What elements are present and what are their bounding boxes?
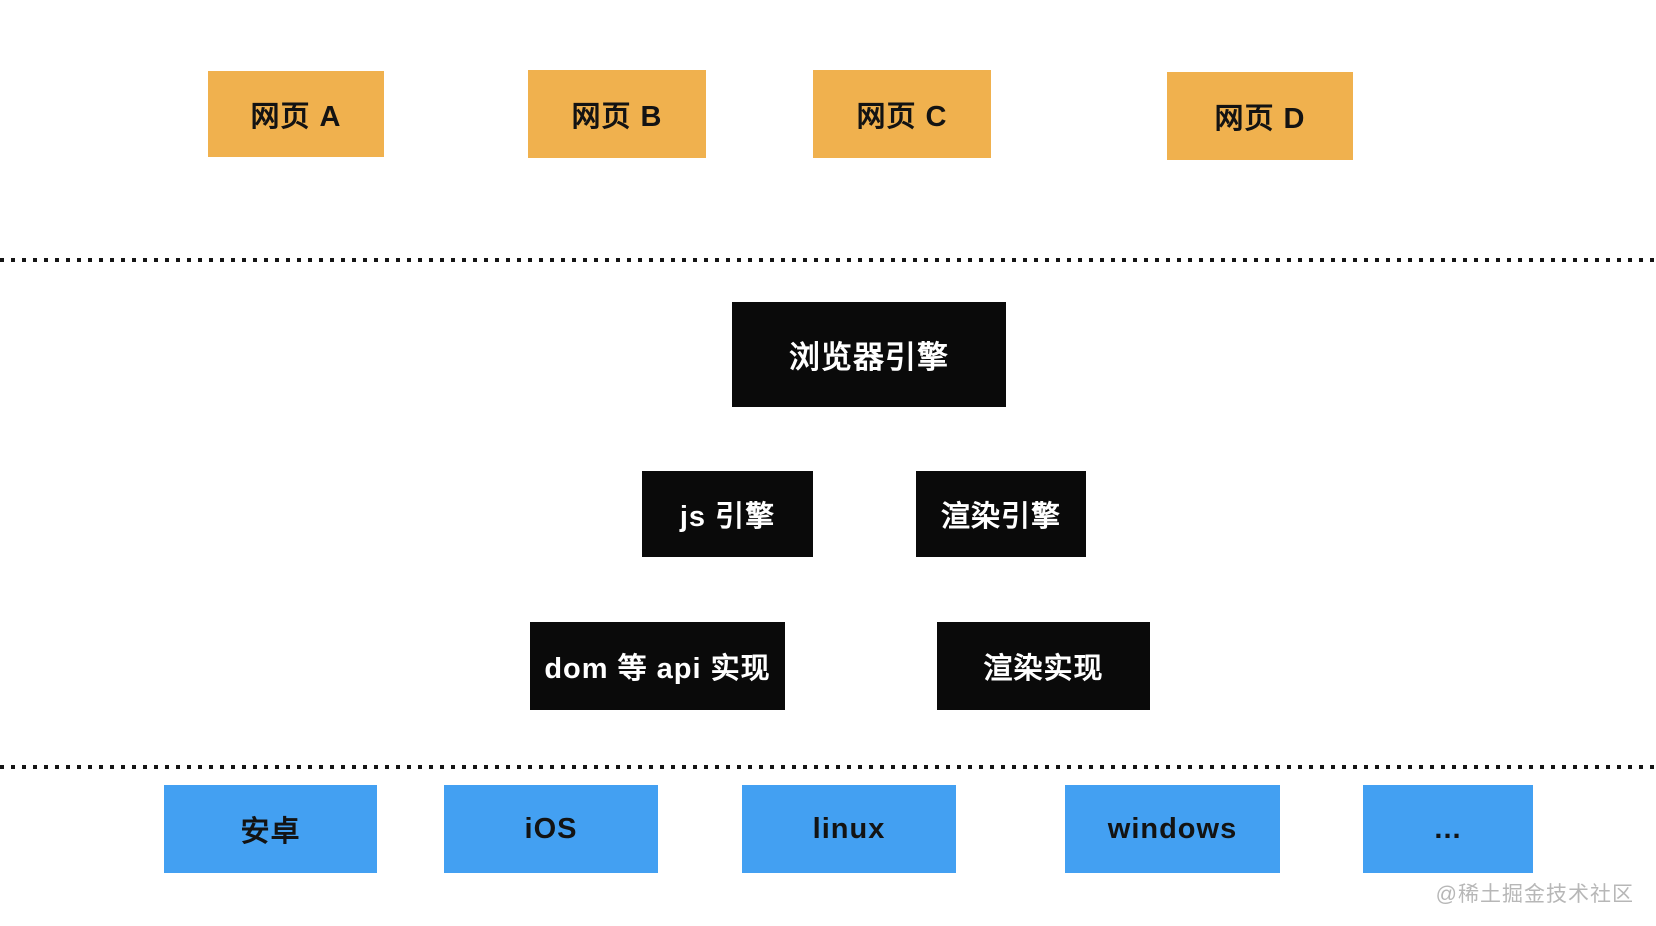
node-browser-engine: 浏览器引擎 xyxy=(732,302,1006,407)
node-os-android: 安卓 xyxy=(164,785,377,873)
node-webpage-c: 网页 C xyxy=(813,70,991,158)
node-label: 网页 C xyxy=(856,101,948,133)
node-label: 渲染引擎 xyxy=(940,501,1061,533)
node-render-engine: 渲染引擎 xyxy=(916,471,1086,557)
node-webpage-a: 网页 A xyxy=(208,71,384,157)
node-js-engine: js 引擎 xyxy=(642,471,813,557)
node-label: 网页 B xyxy=(571,101,663,133)
node-webpage-d: 网页 D xyxy=(1167,72,1353,160)
node-label: 安卓 xyxy=(240,816,301,848)
node-label: 网页 D xyxy=(1214,103,1306,135)
node-label: dom 等 api 实现 xyxy=(544,653,771,685)
node-label: 网页 A xyxy=(250,101,342,133)
node-os-more: ... xyxy=(1363,785,1533,873)
node-label: linux xyxy=(812,812,886,845)
node-os-linux: linux xyxy=(742,785,956,873)
node-os-windows: windows xyxy=(1065,785,1280,873)
dotted-divider-top xyxy=(0,258,1656,262)
node-label: 渲染实现 xyxy=(983,653,1104,685)
node-webpage-b: 网页 B xyxy=(528,70,706,158)
node-label: js 引擎 xyxy=(679,501,776,533)
watermark: @稀土掘金技术社区 xyxy=(1435,883,1634,906)
node-render-implementation: 渲染实现 xyxy=(937,622,1150,710)
node-label: windows xyxy=(1107,812,1238,845)
node-os-ios: iOS xyxy=(444,785,658,873)
node-label: 浏览器引擎 xyxy=(789,340,949,375)
node-dom-api-implementation: dom 等 api 实现 xyxy=(530,622,785,710)
node-label: ... xyxy=(1434,812,1462,845)
dotted-divider-bottom xyxy=(0,765,1656,769)
node-label: iOS xyxy=(524,812,578,845)
